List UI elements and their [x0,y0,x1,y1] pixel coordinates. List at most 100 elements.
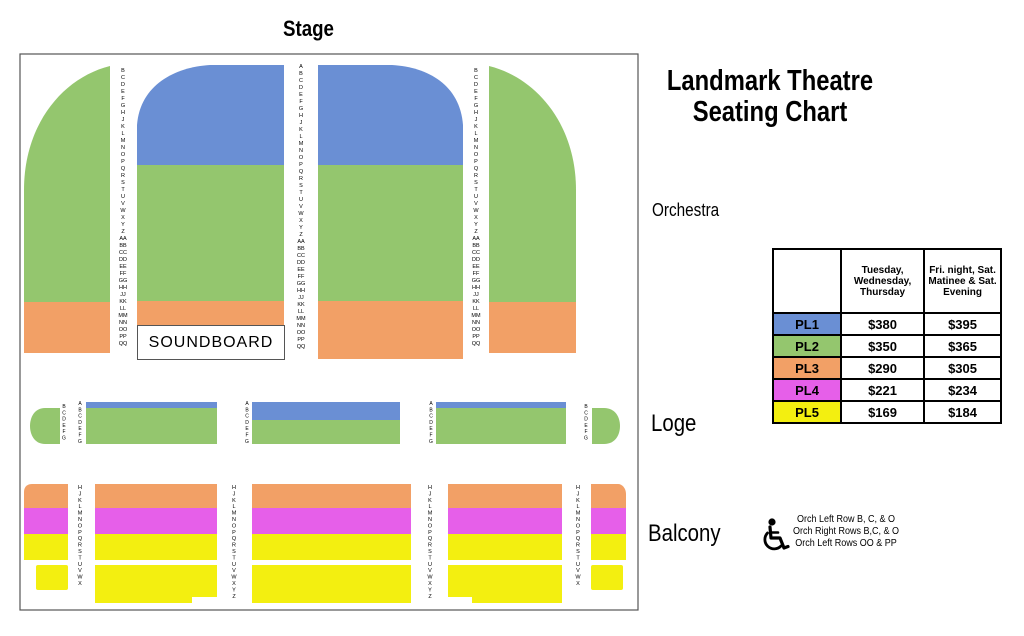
orchestra-center-left-pl3[interactable] [137,301,284,326]
loge-right-pl1[interactable] [436,402,566,408]
balcony-center-pl5-rear[interactable] [252,565,411,603]
row-letter: GG [119,278,128,284]
loge-left-end-pl2[interactable] [30,408,60,444]
loge-right-section[interactable] [436,402,566,444]
row-letter: L [299,134,302,140]
row-letter: A [299,64,303,70]
row-letter: G [474,103,478,109]
weekday-price: $350 [839,334,926,358]
orchestra-left-pl3[interactable] [24,302,110,353]
balcony-right-pl3[interactable] [448,484,562,508]
orchestra-center-left-section[interactable] [137,65,284,326]
row-letter: D [121,82,125,88]
loge-center-section[interactable] [252,402,400,444]
orchestra-center-left-pl2[interactable] [137,165,284,301]
balcony-left-pl4[interactable] [95,508,217,534]
balcony-center-pl3[interactable] [252,484,411,508]
loge-right-end[interactable] [592,408,620,444]
soundboard-label: SOUNDBOARD [148,333,274,351]
row-letter: X [299,218,303,224]
row-letter: H [121,110,125,116]
balcony-far-left-pl3[interactable] [24,484,68,508]
row-letter: S [78,549,82,555]
balcony-far-right-pl5[interactable] [591,534,626,560]
loge-left-section[interactable] [86,402,217,444]
balcony-center-section[interactable] [252,484,411,603]
row-letter: DD [297,260,305,266]
row-letter: G [62,436,66,442]
balcony-center-pl4[interactable] [252,508,411,534]
row-letter: Y [232,587,236,593]
row-letter: Q [474,166,479,172]
weekend-price: $365 [923,334,1002,358]
row-letter: JJ [120,292,126,298]
balcony-left-section[interactable] [95,484,217,603]
row-letter: J [233,491,236,497]
row-letter: C [429,414,433,420]
row-letter: R [428,543,432,549]
balcony-left-pl5-rear[interactable] [95,565,217,603]
balcony-left-pl3[interactable] [95,484,217,508]
row-letter: OO [472,327,481,333]
orchestra-center-right-pl3[interactable] [318,301,463,359]
balcony-right-pl5-rear[interactable] [448,565,562,603]
row-letter: H [78,485,82,491]
balcony-left-pl5[interactable] [95,534,217,560]
row-letter: X [428,581,432,587]
row-letter: T [78,555,82,561]
loge-left-end[interactable] [30,408,60,444]
row-letter: R [299,176,303,182]
row-letter: F [121,96,125,102]
table-row: PL2 $350 $365 [772,334,1002,358]
row-letter: O [299,155,304,161]
row-letter: OO [119,327,128,333]
loge-right-end-pl2[interactable] [592,408,620,444]
orchestra-left-section[interactable] [24,66,110,353]
row-letter: N [299,148,303,154]
row-letter: Y [299,225,303,231]
row-letter: HH [297,288,305,294]
balcony-far-left-pl4[interactable] [24,508,68,534]
balcony-far-right-section[interactable] [591,484,626,590]
balcony-right-pl5[interactable] [448,534,562,560]
orchestra-center-right-section[interactable] [318,65,463,359]
orchestra-center-left-pl1[interactable] [137,65,284,165]
balcony-center-pl5[interactable] [252,534,411,560]
loge-center-pl1[interactable] [252,402,400,420]
row-letter: G [429,439,433,445]
orchestra-center-right-pl1[interactable] [318,65,463,165]
balcony-far-right-pl3[interactable] [591,484,626,508]
row-letter: H [474,110,478,116]
loge-right-pl2[interactable] [436,408,566,444]
balcony-far-right-pl4[interactable] [591,508,626,534]
wheelchair-note-1: Orch Left Row B, C, & O [796,514,896,525]
orchestra-left-pl2[interactable] [24,66,110,302]
balcony-far-left-pl5-rear[interactable] [36,565,68,590]
orchestra-right-section[interactable] [489,66,576,353]
row-letter: F [584,429,587,435]
row-letter: E [245,426,249,432]
balcony-far-left-section[interactable] [24,484,68,590]
row-letter: C [62,410,66,416]
loge-left-pl1[interactable] [86,402,217,408]
row-letter: E [474,89,478,95]
orchestra-right-pl2[interactable] [489,66,576,302]
row-letter: B [245,407,249,413]
orchestra-center-right-pl2[interactable] [318,165,463,301]
row-letter: B [299,71,303,77]
row-letter: W [77,575,83,581]
row-letter: D [584,417,588,423]
balcony-right-section[interactable] [448,484,562,603]
row-letter: Q [78,536,83,542]
loge-left-pl2[interactable] [86,408,217,444]
orchestra-right-pl3[interactable] [489,302,576,353]
balcony-far-right-pl5-rear[interactable] [591,565,623,590]
loge-center-pl2[interactable] [252,420,400,444]
weekend-price: $234 [923,378,1002,402]
balcony-right-pl4[interactable] [448,508,562,534]
row-letter: F [299,99,303,105]
balcony-far-left-pl5[interactable] [24,534,68,560]
row-letter: T [576,555,580,561]
row-letter: W [575,575,581,581]
